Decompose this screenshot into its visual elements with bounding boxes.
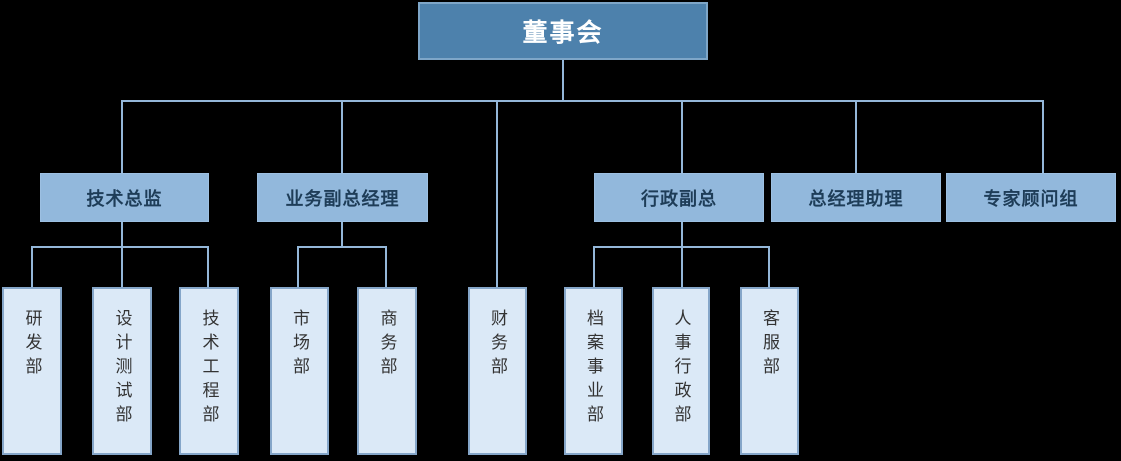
org-node-label: 总经理助理: [808, 188, 904, 210]
org-node-label: 档案事业部: [583, 309, 603, 429]
connector-drop-tech-engineering: [207, 246, 209, 287]
connector-stem-admin-deputy: [681, 222, 683, 287]
org-node-design-test-dept: 设计测试部: [92, 287, 152, 455]
connector-drop-gm-assistant: [855, 100, 857, 173]
org-node-tech-director: 技术总监: [40, 173, 209, 222]
connector-rail-business: [297, 246, 387, 248]
org-node-business-deputy-gm: 业务副总经理: [257, 173, 428, 222]
org-node-finance-dept: 财务部: [468, 287, 527, 455]
org-node-archives-dept: 档案事业部: [564, 287, 623, 455]
connector-drop-commerce: [385, 246, 387, 287]
connector-rail-admin: [593, 246, 770, 248]
org-node-label: 设计测试部: [111, 309, 132, 429]
connector-drop-rd: [31, 246, 33, 287]
org-node-label: 技术总监: [86, 188, 163, 210]
org-node-label: 财务部: [487, 309, 507, 381]
org-node-label: 研发部: [21, 309, 42, 381]
connector-drop-expert-advisors: [1042, 100, 1044, 173]
connector-drop-admin-deputy: [681, 100, 683, 173]
connector-rail-tech: [31, 246, 209, 248]
org-node-tech-engineering-dept: 技术工程部: [179, 287, 239, 455]
org-node-label: 业务副总经理: [285, 188, 400, 210]
org-node-gm-assistant: 总经理助理: [771, 173, 941, 222]
org-node-rd-dept: 研发部: [2, 287, 62, 455]
connector-drop-archives: [593, 246, 595, 287]
connector-drop-tech-director: [121, 100, 123, 173]
connector-main-rail: [121, 100, 1044, 102]
org-node-label: 行政副总: [641, 188, 717, 210]
connector-drop-business-deputy: [341, 100, 343, 173]
org-node-label: 商务部: [376, 309, 397, 381]
connector-drop-marketing: [297, 246, 299, 287]
org-node-expert-advisors: 专家顾问组: [946, 173, 1116, 222]
org-node-label: 专家顾问组: [983, 188, 1079, 210]
connector-root-drop: [562, 60, 564, 100]
org-node-label: 市场部: [289, 309, 309, 381]
org-node-marketing-dept: 市场部: [270, 287, 329, 455]
org-node-label: 客服部: [759, 309, 779, 381]
org-node-customer-service-dept: 客服部: [740, 287, 799, 455]
connector-stem-tech-director: [121, 222, 123, 287]
org-node-commerce-dept: 商务部: [357, 287, 417, 455]
org-node-label: 董事会: [522, 18, 604, 47]
connector-drop-finance: [496, 100, 498, 287]
org-node-label: 技术工程部: [198, 309, 219, 429]
org-node-hr-admin-dept: 人事行政部: [652, 287, 710, 455]
org-node-label: 人事行政部: [670, 309, 691, 429]
connector-drop-customer-service: [768, 246, 770, 287]
org-node-board: 董事会: [418, 2, 708, 60]
org-node-admin-deputy: 行政副总: [594, 173, 764, 222]
connector-stem-business-deputy: [341, 222, 343, 248]
